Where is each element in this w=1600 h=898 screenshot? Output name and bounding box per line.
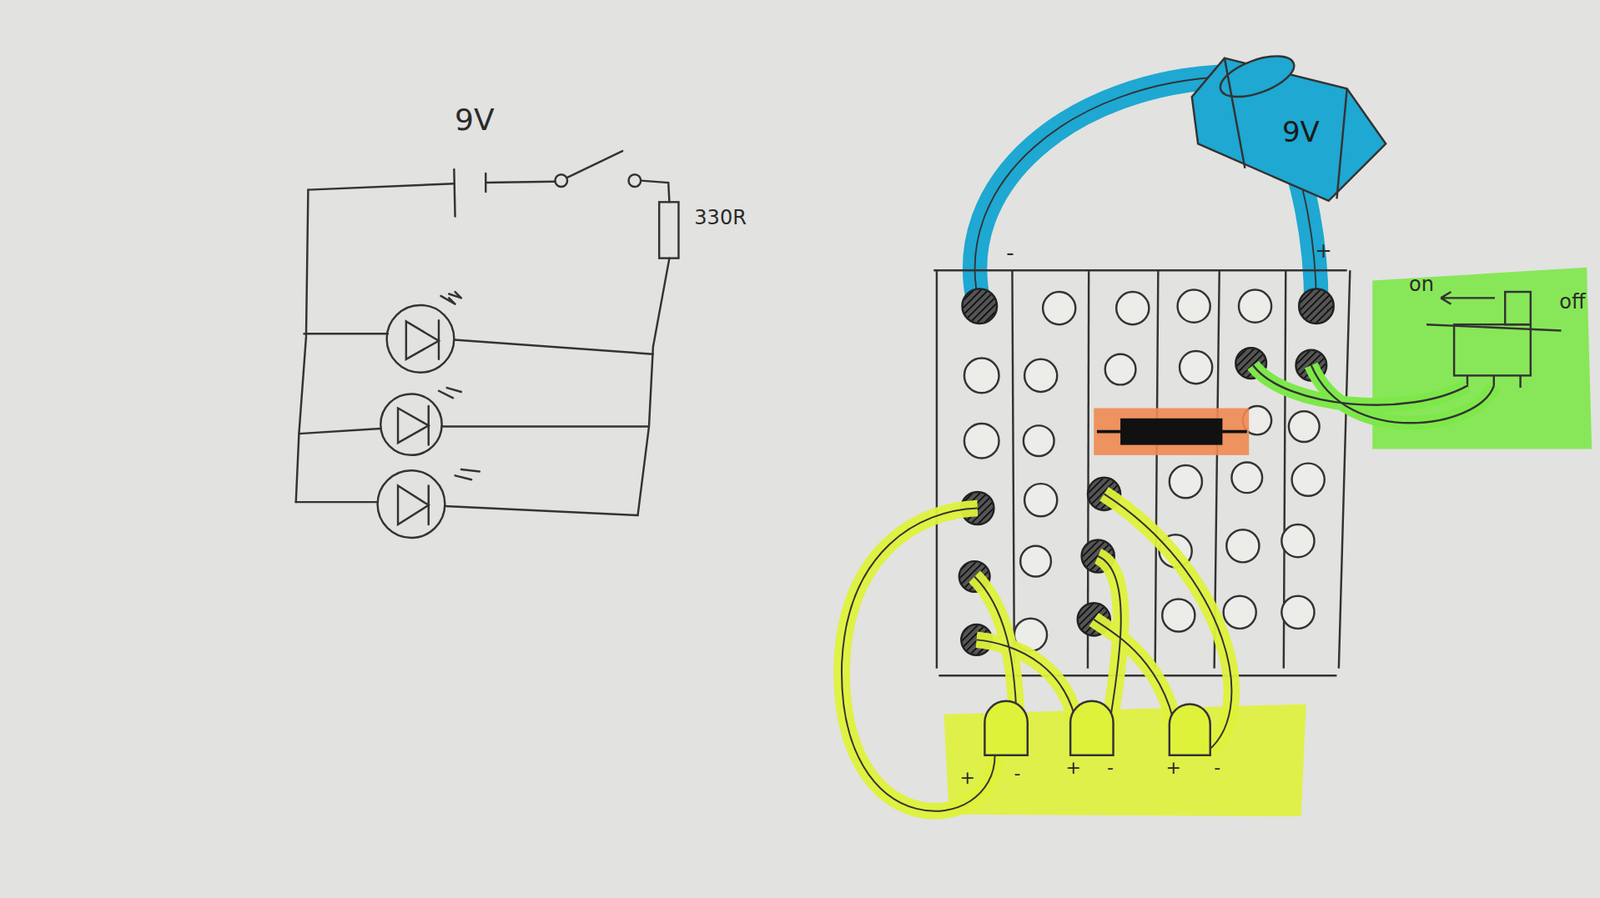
led-parts [984, 701, 1210, 756]
led-wires [841, 493, 1232, 811]
polarity-mark: - [1106, 759, 1114, 778]
voltage-label: 9V [454, 105, 495, 136]
battery-box: 9V [1183, 45, 1399, 210]
led-symbol [387, 305, 455, 373]
polarity-mark: + [1066, 759, 1082, 778]
schematic [296, 150, 680, 539]
switch-label: off [1559, 291, 1585, 312]
switch-symbol [1252, 291, 1561, 423]
led-symbol [377, 470, 446, 539]
battery-label: 9V [1282, 115, 1320, 149]
resistor-value: 330R [694, 207, 746, 228]
polarity-mark: + [1314, 241, 1332, 262]
board-resistor [1093, 408, 1249, 456]
resistor-symbol [659, 201, 679, 258]
board-holes [964, 290, 1325, 652]
led-symbol [380, 393, 442, 455]
polarity-mark: + [959, 769, 975, 788]
polarity-mark: + [1165, 759, 1181, 778]
polarity-mark: - [1213, 759, 1221, 778]
soldered-holes [959, 288, 1334, 655]
polarity-mark: - [1006, 241, 1014, 264]
switch-label: on [1408, 274, 1434, 295]
polarity-mark: - [1014, 764, 1022, 784]
